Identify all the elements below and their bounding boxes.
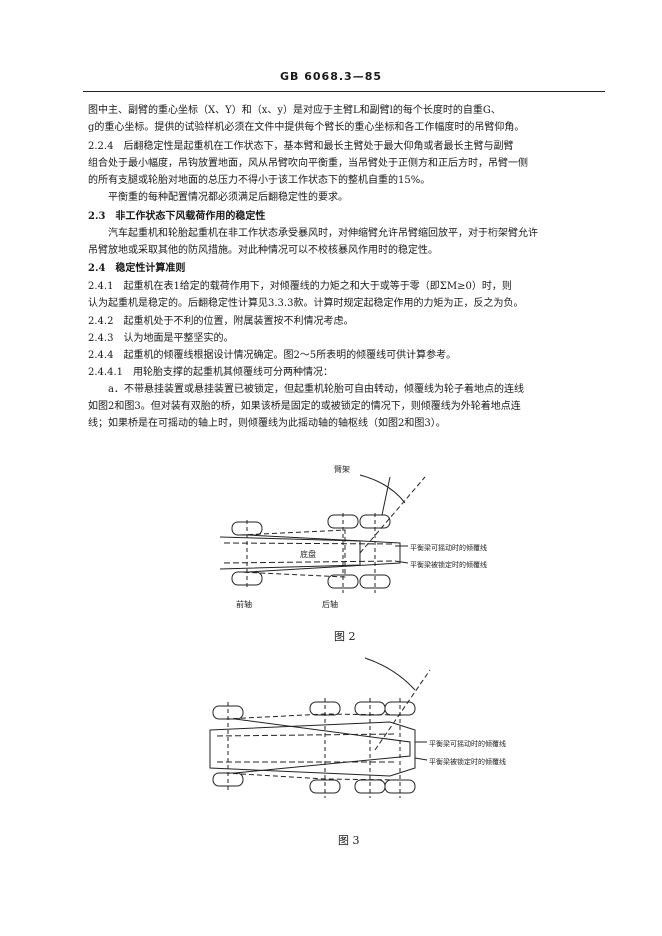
paragraph-line: 2.4.4 起重机的倾覆线根据设计情况确定。图2～5所表明的倾覆线可供计算参考。 xyxy=(88,350,457,361)
section-heading: 2.4 稳定性计算准则 xyxy=(88,263,186,274)
tipping-line-free xyxy=(224,772,401,781)
tipping-line-free xyxy=(239,529,346,578)
tipping-line-locked xyxy=(234,718,411,774)
wheel-shape xyxy=(359,574,391,589)
paragraph-line: 组合处于最小幅度，吊钩放置地面，风从吊臂吹向平衡重，当吊臂处于正侧方和正后方时，… xyxy=(88,158,528,169)
page-header: GB 6068.3—85 xyxy=(280,70,382,83)
paragraph-line: 2.4.1 起重机在表1给定的载荷作用下，对倾覆线的力矩之和大于或等于零（即ΣM… xyxy=(88,281,512,292)
paragraph-line: 平衡重的每种配置情况都必须满足后翻稳定性的要求。 xyxy=(108,192,348,203)
figure-2-caption: 图 2 xyxy=(334,630,356,643)
boom-arc xyxy=(359,474,406,504)
boom-line xyxy=(374,669,431,751)
figure-3-svg: 平衡梁可摇动时的倾覆线 平衡梁被锁定时的倾覆线 xyxy=(209,657,506,798)
boom-leader xyxy=(381,476,391,516)
boom-line xyxy=(359,476,426,554)
paragraph-line: 吊臂放地或采取其他的防风措施。对此种情况可以不校核暴风作用时的稳定性。 xyxy=(88,245,438,256)
paragraph-line: 汽车起重机和轮胎起重机在非工作状态承受暴风时，对伸缩臂允许吊臂缩回放平，对于桁架… xyxy=(108,228,538,239)
front-axle-label: 前轴 xyxy=(236,599,252,609)
boom-label: 臂架 xyxy=(334,464,350,474)
paragraph-line: 2.4.2 起重机处于不利的位置，附属装置按不利情况考虑。 xyxy=(88,316,354,327)
figure-2-svg: 臂架 底盘 平衡梁可摇动时的倾覆线 平衡梁被锁定时的倾覆线 前轴 后轴 xyxy=(219,464,487,609)
tipping-line-free xyxy=(224,713,401,720)
tipping-line-free-label: 平衡梁可摇动时的倾覆线 xyxy=(410,543,487,552)
section-heading: 2.3 非工作状态下风载荷作用的稳定性 xyxy=(88,211,266,222)
paragraph-line: 线；如果桥是在可摇动的轴上时，则倾覆线为此摇动轴的轴枢线（如图2和图3）。 xyxy=(88,418,446,429)
wheel-shape xyxy=(327,574,359,589)
tipping-line-locked-label: 平衡梁被锁定时的倾覆线 xyxy=(429,757,506,766)
paragraph-line: 图中主、副臂的重心坐标（X、Y）和（x、y）是对应于主臂L和副臂l的每个长度时的… xyxy=(88,105,501,116)
figure-3-caption: 图 3 xyxy=(338,834,360,847)
paragraph-line: 认为起重机是稳定的。后翻稳定性计算见3.3.3款。计算时规定起稳定作用的力矩为正… xyxy=(88,298,524,309)
paragraph-line: a．不带悬挂装置或悬挂装置已被锁定，但起重机轮胎可自由转动，倾覆线为轮子着地点的… xyxy=(108,384,524,395)
paragraph-line: 2.4.4.1 用轮胎支撑的起重机其倾覆线可分两种情况： xyxy=(88,367,333,378)
chassis-outline xyxy=(219,536,361,570)
leader-line xyxy=(394,560,409,564)
figure-3-diagram: 平衡梁可摇动时的倾覆线 平衡梁被锁定时的倾覆线 xyxy=(205,650,535,815)
rear-axle-label: 后轴 xyxy=(322,599,338,609)
leader-line xyxy=(414,757,428,761)
tipping-line-locked xyxy=(247,534,401,573)
chassis-label: 底盘 xyxy=(300,549,316,559)
frame-lines xyxy=(216,733,398,763)
paragraph-line: 2.2.4 后翻稳定性是起重机在工作状态下，基本臂和最长主臂处于最大仰角或者最长… xyxy=(88,141,514,152)
figure-2-diagram: 臂架 底盘 平衡梁可摇动时的倾覆线 平衡梁被锁定时的倾覆线 前轴 后轴 xyxy=(210,455,530,615)
paragraph-line: g的重心坐标。提供的试验样机必须在文件中提供每个臂长的重心坐标和各工作幅度时的吊… xyxy=(88,122,525,133)
chassis-outline xyxy=(209,721,416,777)
tipping-line-free-label: 平衡梁可摇动时的倾覆线 xyxy=(429,739,506,748)
paragraph-line: 的所有支腿或轮胎对地面的总压力不得小于该工作状态下的整机自重的15%。 xyxy=(88,175,431,186)
tipping-line-locked-label: 平衡梁被锁定时的倾覆线 xyxy=(410,560,487,569)
frame-lines xyxy=(223,542,396,564)
paragraph-line: 如图2和图3。但对装有双胎的桥，如果该桥是固定的或被锁定的情况下，则倾覆线为外轮… xyxy=(88,401,521,412)
paragraph-line: 2.4.3 认为地面是平整坚实的。 xyxy=(88,333,234,344)
header-rule xyxy=(83,91,605,92)
boom-arc xyxy=(364,657,416,691)
